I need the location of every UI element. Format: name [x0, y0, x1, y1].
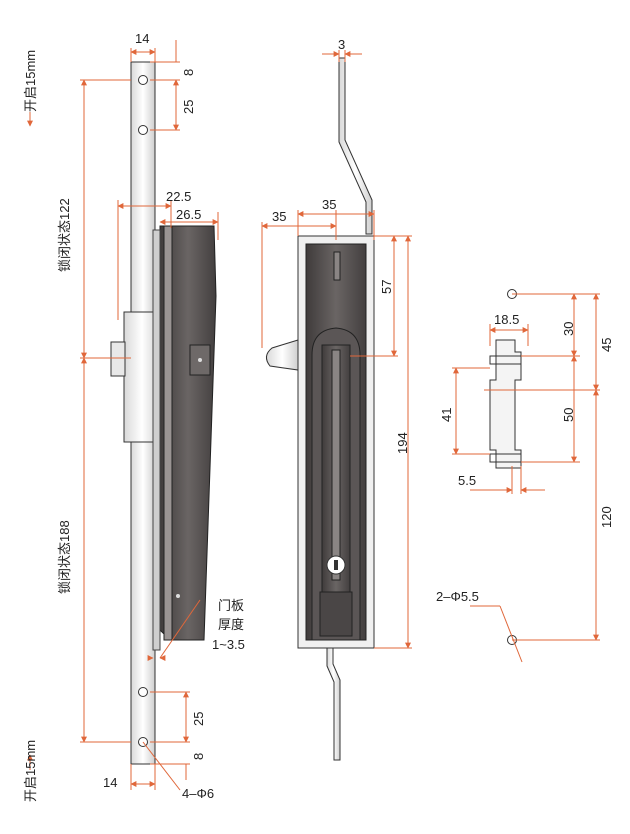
bottom-rod [326, 647, 341, 761]
cutout-view [489, 289, 522, 645]
label-holes-2: 2–Φ5.5 [436, 589, 479, 604]
dim-25-bottom: 25 [191, 711, 206, 726]
dim-50: 50 [561, 407, 576, 422]
dim-18-5: 18.5 [494, 312, 520, 327]
front-view [266, 57, 375, 761]
dim-26-5: 26.5 [176, 207, 202, 222]
dim-120: 120 [599, 506, 614, 528]
dim-5-5: 5.5 [458, 473, 477, 488]
dim-8-top: 8 [181, 68, 196, 76]
label-lock-188: 锁闭状态188 [57, 520, 72, 594]
dim-14-top: 14 [135, 31, 150, 46]
side-view [110, 61, 217, 765]
dim-41: 41 [439, 407, 454, 422]
dim-35-right: 35 [322, 197, 337, 212]
label-thickness: 厚度 [218, 617, 245, 632]
label-open-bottom: 开启15mm [23, 739, 38, 802]
dim-3: 3 [338, 37, 346, 52]
dim-25-top: 25 [181, 99, 196, 114]
label-open-top: 开启15mm [23, 49, 38, 112]
dim-57: 57 [379, 279, 394, 294]
dim-30: 30 [561, 321, 576, 336]
rod-hole-2 [138, 125, 148, 135]
label-holes-4: 4–Φ6 [182, 786, 215, 801]
dimension-lines [27, 40, 600, 791]
dim-194: 194 [395, 432, 410, 454]
rod-hole-1 [138, 75, 148, 85]
rod-hole-3 [138, 687, 148, 697]
dim-14-bottom: 14 [103, 775, 118, 790]
label-door-panel: 门板 [218, 598, 245, 613]
top-rod [338, 57, 373, 235]
dim-45: 45 [599, 337, 614, 352]
label-thickness-range: 1~3.5 [212, 637, 245, 652]
panel-cutout [489, 339, 522, 469]
dim-22-5: 22.5 [166, 189, 192, 204]
dim-8-bottom: 8 [191, 752, 206, 760]
label-lock-122: 锁闭状态122 [57, 198, 72, 272]
door-panel [152, 229, 161, 651]
dim-35-left: 35 [272, 209, 287, 224]
